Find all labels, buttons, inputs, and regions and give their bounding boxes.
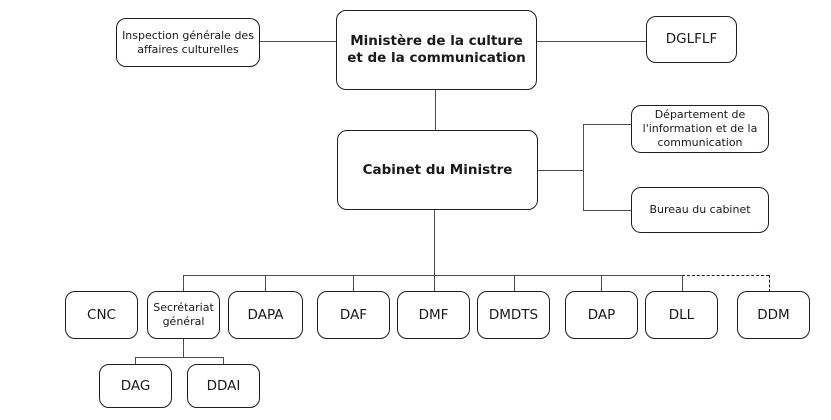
connector-stub-dmf <box>434 275 435 291</box>
connector-bracket-vertical <box>583 124 584 210</box>
org-node-cabinet-du-ministre: Cabinet du Ministre <box>337 130 538 210</box>
org-node-daf: DAF <box>317 291 390 339</box>
connector-cabinet-rail <box>434 210 435 275</box>
org-node-dap: DAP <box>565 291 638 339</box>
connector-cabinet-bracket <box>538 170 583 171</box>
org-node-cnc: CNC <box>65 291 138 339</box>
org-node-dmdts: DMDTS <box>477 291 550 339</box>
org-node-ddm: DDM <box>737 291 810 339</box>
connector-ddm-dashed <box>769 275 770 292</box>
org-node-inspection-generale: Inspection générale des affaires culture… <box>116 18 260 67</box>
org-node-bureau-du-cabinet: Bureau du cabinet <box>631 187 769 233</box>
org-node-dmf: DMF <box>397 291 470 339</box>
connector-bracket-departement <box>583 124 631 125</box>
connector-stub-dap <box>601 275 602 291</box>
org-node-ddai: DDAI <box>187 364 260 408</box>
org-node-dag: DAG <box>99 364 172 408</box>
org-node-ministere-culture: Ministère de la culture et de la communi… <box>336 10 537 90</box>
connector-bottom-rail <box>183 275 682 276</box>
connector-sg-rail <box>135 357 223 358</box>
connector-ministere-dglflf <box>537 41 646 42</box>
connector-stub-dll <box>682 275 683 291</box>
org-node-secretariat-general: Secrétariat général <box>147 291 220 339</box>
connector-stub-daf <box>353 275 354 291</box>
org-node-dll: DLL <box>645 291 718 339</box>
connector-rail-dashed <box>682 275 769 276</box>
connector-sg-down <box>183 339 184 357</box>
connector-bracket-bureau <box>583 210 631 211</box>
org-node-dglflf: DGLFLF <box>646 16 737 63</box>
org-node-dapa: DAPA <box>228 291 303 339</box>
connector-stub-dag <box>135 357 136 364</box>
connector-stub-sg <box>183 275 184 291</box>
connector-stub-dmdts <box>514 275 515 291</box>
connector-stub-ddai <box>223 357 224 364</box>
org-node-departement-information: Département de l'information et de la co… <box>631 105 769 153</box>
connector-inspection-ministere <box>260 41 336 42</box>
connector-stub-dapa <box>265 275 266 291</box>
connector-ministere-cabinet <box>435 90 436 130</box>
